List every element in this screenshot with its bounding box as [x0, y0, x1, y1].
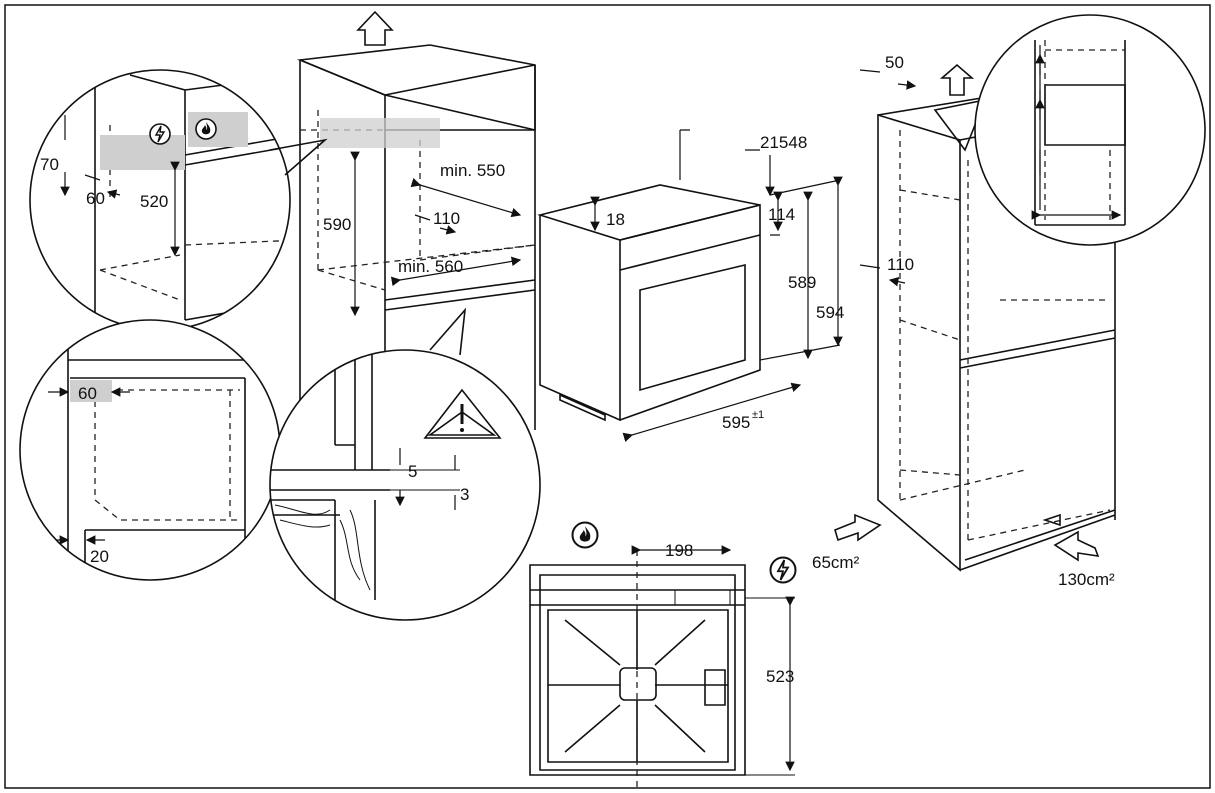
oven-top-view	[529, 545, 795, 790]
gas-connection-icon	[195, 118, 217, 140]
detail-circle-center	[269, 307, 541, 621]
detail-circle-top-right	[933, 14, 1206, 246]
vent-up-arrow-right-icon	[939, 63, 975, 96]
dim-60-top: 60	[86, 189, 105, 208]
dim-60-box: 60	[78, 384, 97, 403]
oven-unit	[537, 129, 843, 442]
dim-594: 594	[816, 303, 844, 322]
electric-connection-icon	[149, 123, 171, 145]
dim-3: 3	[460, 485, 469, 504]
frame-border	[4, 4, 1211, 789]
dim-110-right: 110	[887, 255, 914, 274]
warning-triangle-icon	[427, 411, 497, 436]
dim-595: 595	[722, 413, 750, 432]
dim-21548: 21548	[760, 133, 807, 152]
detail-circle-top-left	[29, 69, 328, 331]
air-inlet-arrow-right-icon	[1053, 530, 1100, 562]
gas-connection-icon-top-view	[571, 521, 599, 549]
dim-70: 70	[40, 155, 59, 174]
dim-50: 50	[885, 53, 904, 72]
dim-198: 198	[665, 541, 693, 560]
dim-523: 523	[766, 667, 794, 686]
dim-520: 520	[140, 192, 168, 211]
air-inlet-arrow-left-icon	[834, 513, 882, 542]
dim-18: 18	[606, 210, 625, 229]
dim-114: 114	[768, 205, 795, 224]
dim-595-tolerance: ±1	[752, 409, 764, 421]
dim-min-550: min. 550	[440, 161, 505, 180]
dim-590: 590	[323, 215, 351, 234]
vent-130cm2: 130cm²	[1058, 570, 1115, 589]
dim-20: 20	[90, 547, 109, 566]
detail-circle-bottom-left	[19, 319, 281, 581]
dim-min-560: min. 560	[398, 257, 463, 276]
dim-589: 589	[788, 273, 816, 292]
electric-connection-icon-top-view	[769, 556, 797, 584]
vent-65cm2: 65cm²	[812, 553, 860, 572]
dim-110-center: 110	[433, 209, 460, 228]
dim-5: 5	[408, 462, 417, 481]
cabinet-center-left	[296, 10, 536, 530]
vent-up-arrow-icon	[356, 10, 394, 46]
